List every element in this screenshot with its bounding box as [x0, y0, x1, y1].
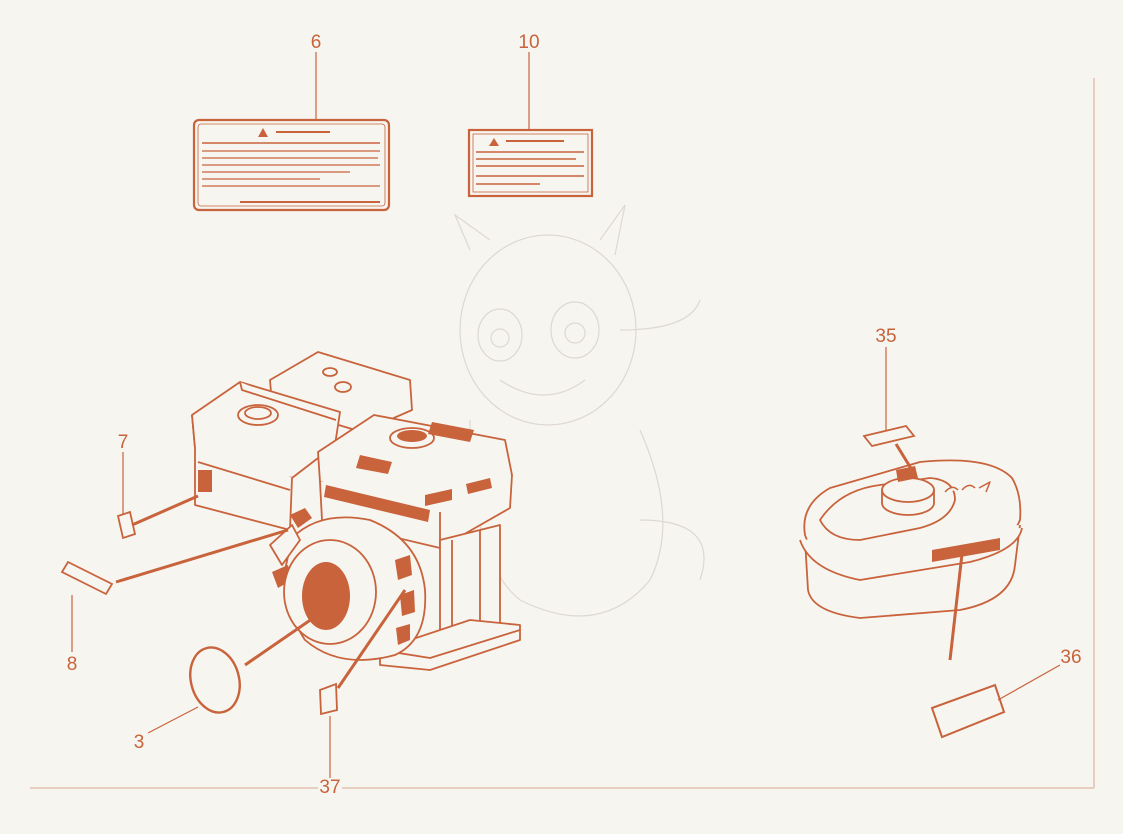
callout-6: 6: [311, 32, 322, 53]
fuel-tank-assembly: [799, 459, 1023, 619]
part-8-sticker: [60, 560, 114, 596]
callout-37: 37: [319, 777, 340, 798]
part-36-sticker: [930, 683, 1006, 739]
callout-35: 35: [875, 326, 896, 347]
callout-3: 3: [134, 732, 145, 753]
watermark-dragon-sketch: [453, 204, 705, 617]
leader-lines: [71, 52, 1061, 778]
part-7-sticker: [116, 510, 137, 540]
callout-8: 8: [67, 654, 78, 675]
engine-assembly: [191, 351, 521, 671]
part-35-sticker: [862, 424, 916, 448]
frame: [30, 78, 1095, 789]
callout-labels: 6 10 7 8 3 37 35 36: [67, 32, 1082, 798]
label-part-10: [467, 128, 594, 198]
part-3-ring: [189, 646, 241, 714]
part-37-sticker: [319, 682, 338, 716]
callout-7: 7: [118, 432, 129, 453]
label-part-6: [192, 118, 391, 212]
callout-36: 36: [1060, 647, 1081, 668]
callout-10: 10: [518, 32, 539, 53]
